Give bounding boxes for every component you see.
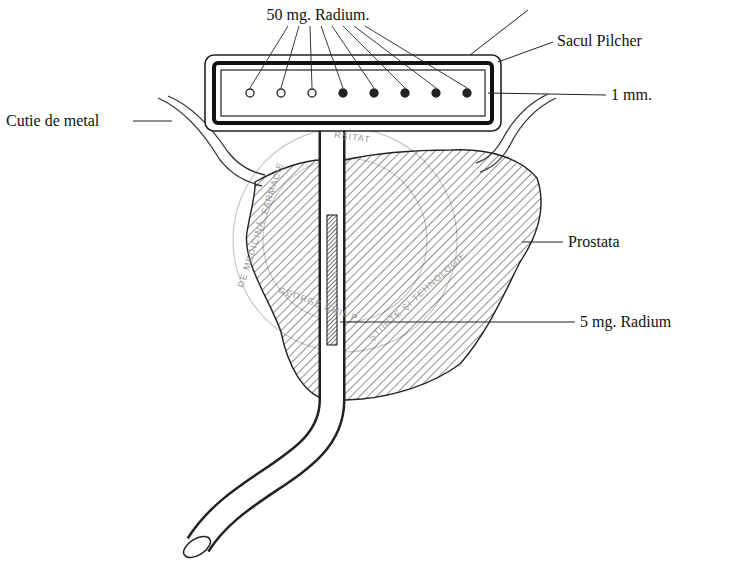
part-label: Prostata xyxy=(568,233,620,251)
catheter-outline xyxy=(198,128,332,545)
radium-tube xyxy=(432,89,440,97)
part-label: Cutie de metal xyxy=(6,112,99,130)
leader-line xyxy=(281,26,299,88)
leader-line xyxy=(310,26,312,88)
radium-tube xyxy=(370,89,378,97)
pilcher-bag xyxy=(205,55,501,131)
prostate xyxy=(246,150,541,401)
metal-box xyxy=(214,63,492,123)
leader-line xyxy=(332,26,374,88)
part-label: Sacul Pilcher xyxy=(557,32,642,50)
radium-tube xyxy=(308,89,316,97)
leader-line xyxy=(354,26,436,88)
part-label: 5 mg. Radium xyxy=(580,313,671,331)
catheter-lumen xyxy=(198,128,332,545)
radium-tube xyxy=(401,89,409,97)
radium-tube xyxy=(277,89,285,97)
radium-tube xyxy=(339,89,347,97)
radium-tube xyxy=(463,89,471,97)
radium-tubes xyxy=(246,89,471,97)
leader-line xyxy=(250,26,288,88)
leader-lines xyxy=(133,10,606,322)
radium-tube xyxy=(246,89,254,97)
leader-line xyxy=(321,26,343,88)
leader-line xyxy=(365,26,467,88)
metal-box-inner xyxy=(221,70,485,116)
dimension-label: 1 mm. xyxy=(611,86,652,104)
leader-lines xyxy=(250,26,467,88)
catheter-end xyxy=(180,532,214,561)
radium-capsule xyxy=(327,215,337,345)
part-label: 50 mg. Radium. xyxy=(266,6,369,24)
